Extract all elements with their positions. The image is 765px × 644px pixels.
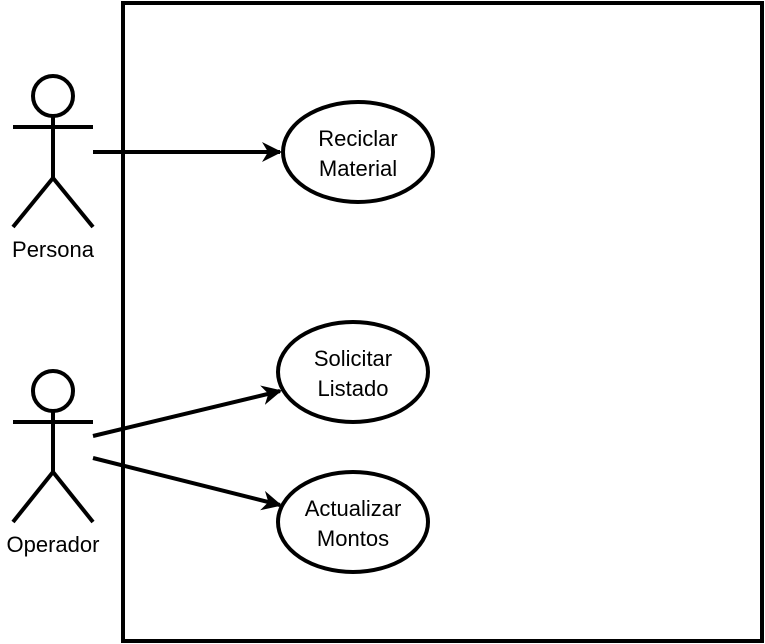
use-case-label-line2: Material	[319, 156, 397, 181]
use-case-label-line2: Montos	[317, 526, 389, 551]
use-case-label-line2: Listado	[318, 376, 389, 401]
system-boundary	[121, 1, 764, 643]
use-case-ellipse	[281, 100, 435, 204]
association-operador-actualizar[interactable]	[92, 456, 282, 511]
use-case-label-line1: Solicitar	[314, 346, 392, 371]
actor-persona[interactable]: Persona	[11, 74, 95, 262]
associations	[92, 142, 282, 511]
actor-operador[interactable]: Operador	[7, 369, 100, 557]
use-case-reciclar-material[interactable]: Reciclar Material	[281, 100, 435, 204]
actor-label: Operador	[7, 532, 100, 557]
use-case-actualizar-montos[interactable]: Actualizar Montos	[276, 470, 430, 574]
stick-figure-icon	[11, 74, 95, 229]
actor-label: Persona	[12, 237, 95, 262]
stick-figure-icon	[11, 369, 95, 524]
use-case-label-line1: Actualizar	[305, 496, 402, 521]
use-case-solicitar-listado[interactable]: Solicitar Listado	[276, 320, 430, 424]
association-operador-solicitar[interactable]	[92, 385, 282, 438]
use-case-ellipse	[276, 470, 430, 574]
use-case-ellipse	[276, 320, 430, 424]
use-case-label-line1: Reciclar	[318, 126, 397, 151]
